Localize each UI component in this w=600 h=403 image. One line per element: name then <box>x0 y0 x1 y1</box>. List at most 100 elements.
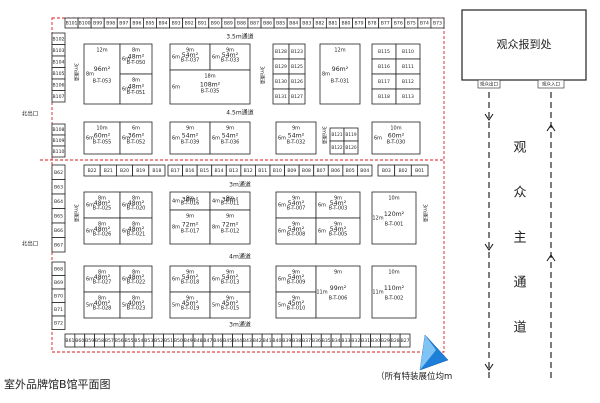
booth-width: 9m <box>334 196 342 202</box>
top-strip-label: B86 <box>263 21 272 27</box>
booth-code: B-T-039 <box>181 139 200 145</box>
booth-depth: 6m <box>122 136 130 142</box>
booth-width: 9m <box>186 214 194 220</box>
booth-code: B-T-052 <box>127 139 146 145</box>
booth-code: B-T-015 <box>221 306 240 312</box>
small-booth-label: B130 <box>275 79 287 85</box>
north-exit-label: 北出口 <box>22 110 39 118</box>
middle-strip-label: B08 <box>302 168 311 174</box>
booth-width: 8m <box>132 78 140 84</box>
top-strip-label: B83 <box>302 21 311 27</box>
booth-width: 10m <box>388 196 399 202</box>
booth-width: 18m <box>204 74 215 80</box>
exit-tag <box>477 79 501 89</box>
small-booth-label: B122 <box>331 145 342 151</box>
top-strip-label: B98 <box>106 21 115 27</box>
booth-code: B-T-027 <box>93 280 112 286</box>
booth-block <box>169 121 211 155</box>
left-bottom-strip-a-label: B63 <box>54 184 63 190</box>
booth-width: 9m <box>186 126 194 132</box>
middle-strip-label: B04 <box>360 168 369 174</box>
left-bottom-strip-b-label: B71 <box>54 307 63 313</box>
small-booth-label: B123 <box>291 49 303 55</box>
booth-area: 54m² <box>222 52 239 59</box>
booth-area: 45m² <box>222 300 239 307</box>
booth-width: 8m <box>132 222 140 228</box>
main-channel-char: 观 <box>513 141 526 156</box>
booth-block <box>119 291 153 319</box>
booth-width: 9m <box>292 296 300 302</box>
booth-depth: 8m <box>212 225 220 231</box>
booth-block <box>169 209 211 245</box>
booth-width: 8m <box>132 48 140 54</box>
booth-area: 54m² <box>182 132 199 139</box>
booth-code: B-T-010 <box>287 306 306 312</box>
left-bottom-strip-a-label: B67 <box>54 242 63 248</box>
top-strip-label: B93 <box>172 21 181 27</box>
booth-width: 9m <box>226 48 234 54</box>
bottom-strip-label: B33 <box>341 338 350 344</box>
booth-width: 8m <box>98 270 106 276</box>
booth-depth: 5m <box>212 303 220 309</box>
booth-depth: 6m <box>212 55 220 61</box>
booth-depth: 6m <box>278 136 286 142</box>
booth-depth: 6m <box>122 277 130 283</box>
booth-block <box>169 43 211 71</box>
booth-area: 36m² <box>222 197 239 204</box>
booth-width: 9m <box>186 296 194 302</box>
bottom-strip-label: B47 <box>203 338 212 344</box>
booth-block <box>209 43 251 71</box>
bottom-strip-label: B32 <box>351 338 360 344</box>
middle-strip-cell <box>148 164 166 177</box>
booth-width: 9m <box>292 222 300 228</box>
aisle-label: 3m通道 <box>259 66 266 84</box>
booth-width: 8m <box>132 196 140 202</box>
booth-block <box>315 217 361 245</box>
bottom-strip-label: B55 <box>125 338 134 344</box>
top-strip-label: B73 <box>433 21 442 27</box>
booth-area: 48m² <box>128 84 145 91</box>
booth-area: 54m² <box>330 226 347 233</box>
booth-width: 9m <box>292 196 300 202</box>
down-arrow-icon <box>484 113 494 121</box>
bottom-strip-label: B29 <box>381 338 390 344</box>
small-booth-label: B120 <box>345 145 356 151</box>
booth-code: B-T-008 <box>287 232 306 238</box>
bottom-strip-cell <box>399 333 411 348</box>
middle-strip-label: B21 <box>104 168 113 174</box>
reception-label: 观众报到处 <box>497 37 552 51</box>
booth-code: B-T-018 <box>181 280 200 286</box>
middle-strip-label: B15 <box>200 168 209 174</box>
aisle-label: 3m通道 <box>73 204 80 222</box>
small-booth-label: B117 <box>378 79 390 85</box>
booth-area: 45m² <box>288 300 305 307</box>
top-strip-label: B91 <box>198 21 207 27</box>
booth-area: 54m² <box>182 274 199 281</box>
top-strip-label: B80 <box>341 21 350 27</box>
booth-area: 72m² <box>182 221 199 228</box>
middle-strip-label: B13 <box>229 168 238 174</box>
booth-block <box>83 121 121 155</box>
top-strip-label: B77 <box>381 21 390 27</box>
bottom-strip-label: B44 <box>233 338 242 344</box>
booth-depth: 6m <box>318 229 326 235</box>
booth-depth: 6m <box>278 203 286 209</box>
booth-width: 9m <box>292 126 300 132</box>
left-mid-strip-cell <box>51 145 66 158</box>
booth-area: 48m² <box>94 226 111 233</box>
booth-area: 60m² <box>94 132 111 139</box>
booth-code: B-T-036 <box>221 139 240 145</box>
bottom-strip-label: B38 <box>292 338 301 344</box>
booth-code: B-T-017 <box>181 229 200 235</box>
booth-code: B-T-023 <box>127 306 146 312</box>
reception-box <box>461 9 587 81</box>
booth-block <box>209 209 251 245</box>
left-bottom-strip-a-label: B65 <box>54 213 63 219</box>
booth-depth: 11m <box>372 290 383 296</box>
middle-strip-label: B18 <box>152 168 161 174</box>
booth-block <box>209 291 251 319</box>
bottom-strip-label: B35 <box>322 338 331 344</box>
booth-depth: 6m <box>172 85 180 91</box>
booth-depth: 6m <box>122 87 130 93</box>
middle-strip-label: B19 <box>136 168 145 174</box>
